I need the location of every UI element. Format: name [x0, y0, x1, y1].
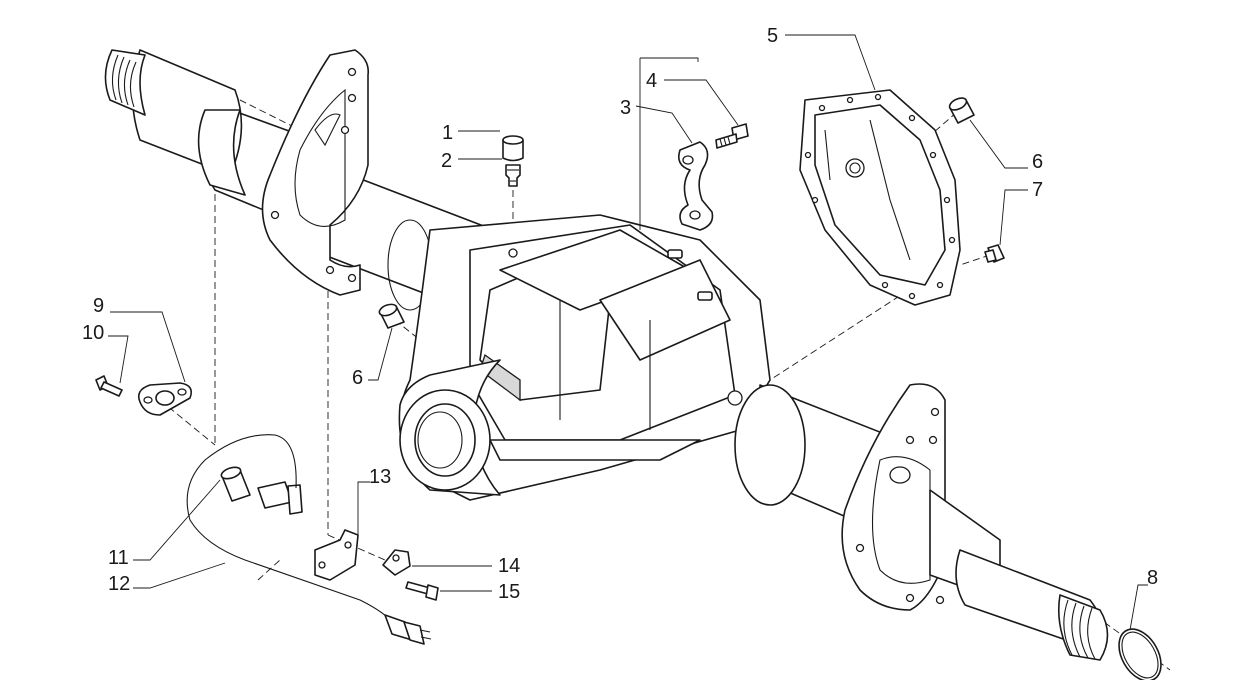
label-6b: 6 [352, 367, 363, 389]
label-11: 11 [108, 547, 129, 569]
part-6-plug-upper [948, 97, 975, 124]
leader-lines [108, 34, 1148, 631]
label-1: 1 [442, 122, 453, 144]
part-5-cover [799, 89, 961, 306]
label-5: 5 [767, 25, 778, 47]
part-11-sensor [220, 466, 303, 515]
part-14-clip [382, 549, 411, 576]
part-10-bolt [95, 375, 123, 397]
label-9: 9 [93, 295, 104, 317]
part-12-cable [186, 434, 432, 645]
part-3-bracket [677, 141, 714, 231]
label-13: 13 [369, 466, 391, 488]
differential-housing [399, 214, 771, 501]
left-carrier-bore [398, 359, 501, 496]
label-8: 8 [1147, 567, 1158, 589]
part-9-sensor-flange [137, 382, 193, 416]
part-8-oring [1118, 628, 1162, 680]
label-14: 14 [498, 555, 520, 577]
part-7-screw [984, 244, 1005, 263]
part-6-plug-lower [378, 303, 405, 329]
label-15: 15 [498, 581, 520, 603]
part-15-screw [405, 581, 439, 601]
label-10: 10 [82, 322, 104, 344]
label-7: 7 [1032, 179, 1043, 201]
right-axle-tube [734, 383, 1109, 661]
label-4: 4 [646, 70, 657, 92]
part-2-breather [505, 164, 521, 187]
label-6a: 6 [1032, 151, 1043, 173]
left-brake-flange [261, 49, 370, 296]
part-1-cap [502, 135, 524, 162]
part-13-bracket [314, 529, 359, 581]
callout-labels: 1 2 3 4 5 6 7 8 9 10 6 13 11 12 14 15 [82, 25, 1158, 603]
part-4-bolt [715, 123, 749, 149]
label-3: 3 [620, 97, 631, 119]
label-12: 12 [108, 573, 130, 595]
label-2: 2 [441, 150, 452, 172]
